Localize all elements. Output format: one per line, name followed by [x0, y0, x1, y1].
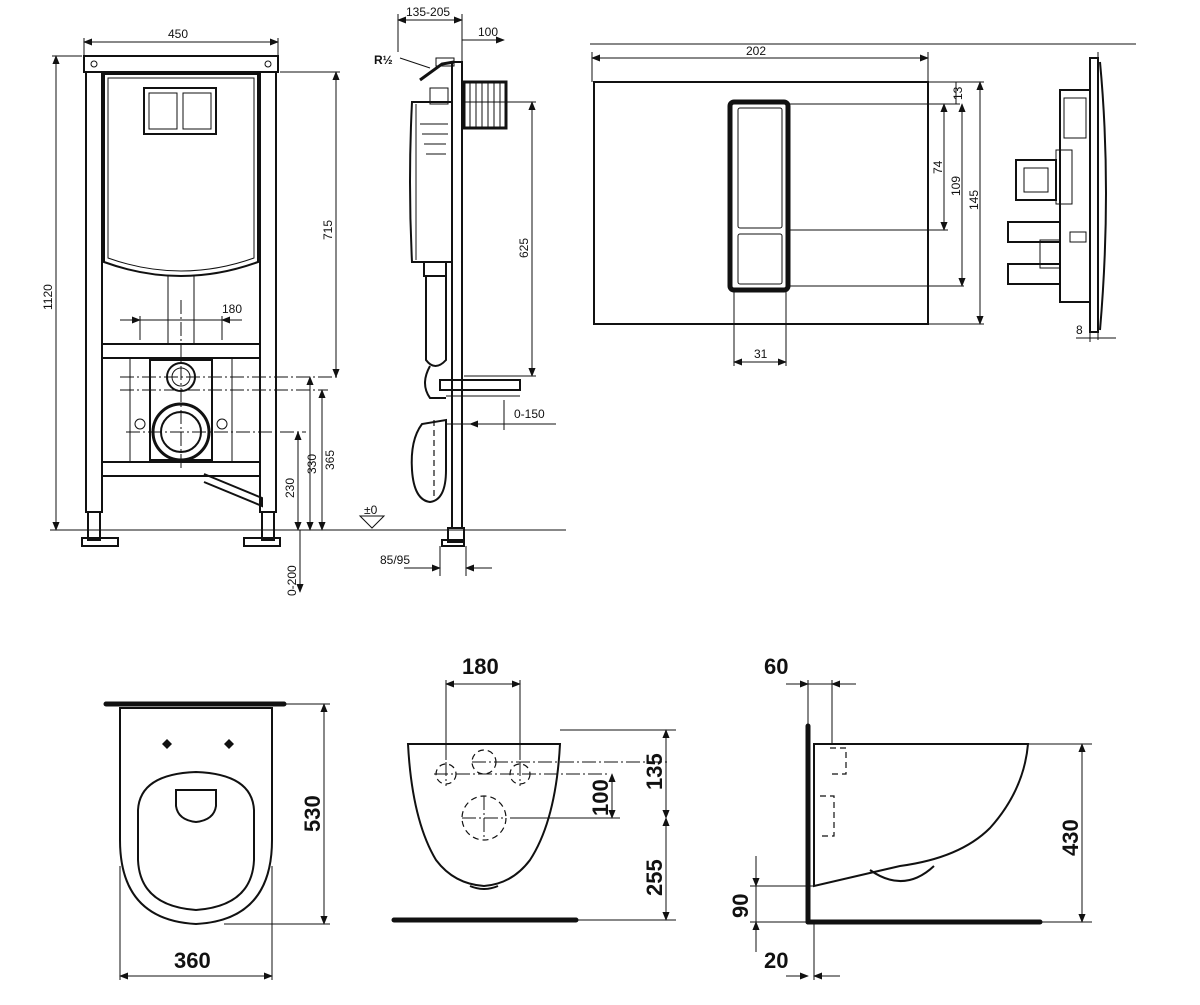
frame-width-label: 450: [168, 27, 188, 41]
plate-thickness-label: 8: [1076, 323, 1083, 337]
toilet-top-view: 530 360: [103, 701, 330, 980]
upper-height-label: 715: [321, 220, 335, 240]
drain-height-230: 230: [283, 478, 297, 498]
flush-plate-side-view: 8: [1007, 52, 1116, 342]
button-large-label: 74: [931, 160, 945, 174]
cistern-height-label: 625: [517, 238, 531, 258]
base-offset-label: 20: [764, 948, 788, 973]
water-inlet-label: R½: [374, 53, 393, 67]
floor-mark-label: ±0: [364, 503, 378, 517]
bolt-offset-label: 100: [588, 779, 613, 816]
button-width-label: 31: [754, 347, 768, 361]
plate-height-label: 145: [967, 190, 981, 210]
bowl-length-label: 530: [300, 795, 325, 832]
toilet-back-view: 180 100 135 255: [391, 654, 676, 923]
bowl-width-label: 360: [174, 948, 211, 973]
side-offset-label: 100: [478, 25, 498, 39]
frame-front-view: 450: [41, 27, 566, 596]
side-adjust-label: 0-150: [514, 407, 545, 421]
button-total-label: 109: [949, 176, 963, 196]
frame-side-view: 135-205 100 R½: [358, 5, 556, 576]
drain-height-365: 365: [323, 450, 337, 470]
base-height-label: 90: [728, 894, 753, 918]
plate-width-label: 202: [746, 44, 766, 58]
wall-gap-label: 60: [764, 654, 788, 679]
drain-height-330: 330: [305, 454, 319, 474]
outlet-height-label: 255: [642, 859, 667, 896]
foot-depth-label: 85/95: [380, 553, 410, 567]
toilet-height-label: 430: [1058, 819, 1083, 856]
button-top-label: 13: [951, 86, 965, 100]
total-height-label: 1120: [41, 284, 55, 310]
flush-plate-front-view: 202 13 74 109 145 31: [590, 43, 1136, 366]
side-depth-label: 135-205: [406, 5, 450, 19]
foot-adjust-label: 0-200: [285, 565, 299, 596]
pipe-spacing-label: 180: [222, 302, 242, 316]
inlet-height-label: 135: [642, 753, 667, 790]
toilet-side-view: 60 430 90 20: [728, 654, 1092, 980]
bolt-spacing-label: 180: [462, 654, 499, 679]
